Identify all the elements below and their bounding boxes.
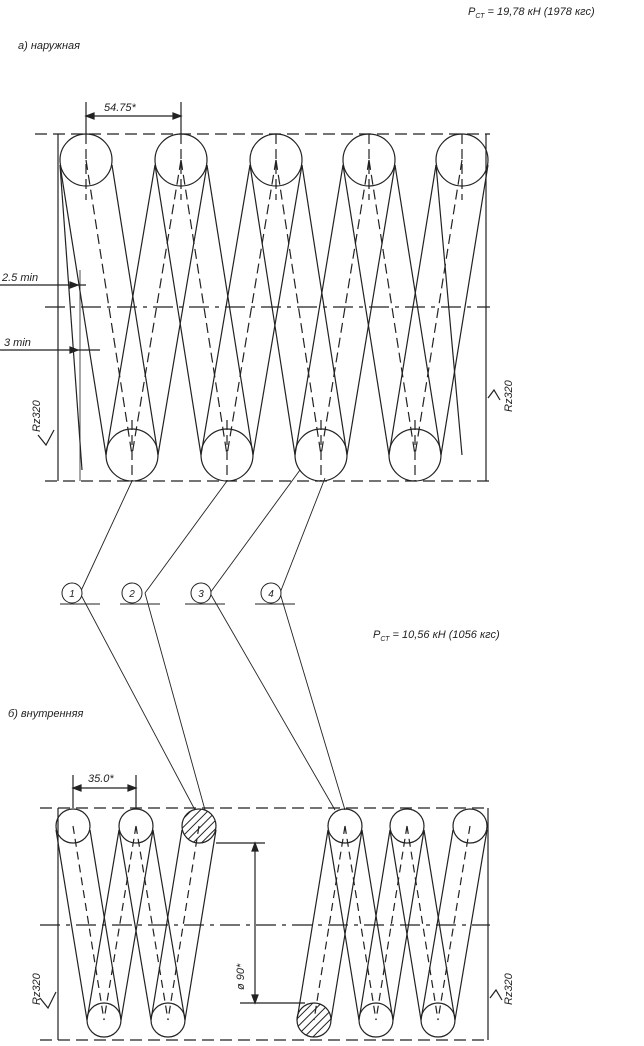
outer-front-wires [59, 164, 489, 471]
outer-pitch-dimension [84, 102, 183, 134]
inner-roughness-left-label: Rz320 [31, 972, 43, 1005]
callout-3 [190, 582, 212, 604]
outer-min-dim-1-label: 2.5 min [1, 272, 38, 284]
inner-bottom-coils [86, 1002, 456, 1038]
callout-leaders [60, 469, 346, 811]
inner-diameter-label: ø 90* [235, 963, 247, 990]
outer-hidden-wires [85, 134, 463, 481]
inner-roughness-marks [39, 988, 503, 1010]
inner-front-wires [55, 829, 488, 1021]
callout-2 [121, 582, 143, 604]
inner-diameter-dimension [216, 841, 305, 1005]
inner-force-value: = 10,56 кН (1056 кгс) [389, 629, 500, 641]
outer-roughness-right-label: Rz320 [503, 379, 515, 412]
callout-1 [61, 582, 83, 604]
outer-force-label: PСТ = 19,78 кН (1978 кгс) [468, 6, 595, 20]
outer-min-dimensions [0, 270, 100, 481]
inner-hidden-wires [72, 825, 471, 1021]
callout-3-label: 3 [198, 589, 204, 600]
callout-1-label: 1 [69, 589, 75, 600]
outer-force-symbol: P [468, 6, 476, 18]
inner-force-label: PСТ = 10,56 кН (1056 кгс) [373, 629, 500, 643]
outer-spring [0, 102, 501, 482]
callout-4-label: 4 [268, 589, 274, 600]
outer-spring-title: а) наружная [18, 40, 80, 52]
inner-force-sub: СТ [380, 636, 390, 644]
outer-pitch-label: 54.75* [104, 102, 137, 114]
inner-pitch-label: 35.0* [88, 773, 114, 785]
outer-top-coils [59, 133, 489, 187]
callout-2-label: 2 [128, 589, 135, 600]
outer-roughness-marks [37, 388, 501, 447]
inner-pitch-dimension [71, 775, 138, 808]
outer-force-sub: СТ [475, 13, 485, 21]
outer-force-value: = 19,78 кН (1978 кгс) [484, 6, 595, 18]
inner-roughness-right-label: Rz320 [503, 972, 515, 1005]
callout-4 [260, 582, 282, 604]
outer-min-dim-2-label: 3 min [4, 337, 31, 349]
outer-bottom-coils [105, 428, 442, 482]
inner-top-coils [55, 808, 488, 844]
callout-markers [61, 582, 282, 604]
inner-spring [39, 775, 503, 1041]
outer-roughness-left-label: Rz320 [31, 399, 43, 432]
inner-spring-title: б) внутренняя [8, 708, 84, 720]
inner-force-symbol: P [373, 629, 381, 641]
